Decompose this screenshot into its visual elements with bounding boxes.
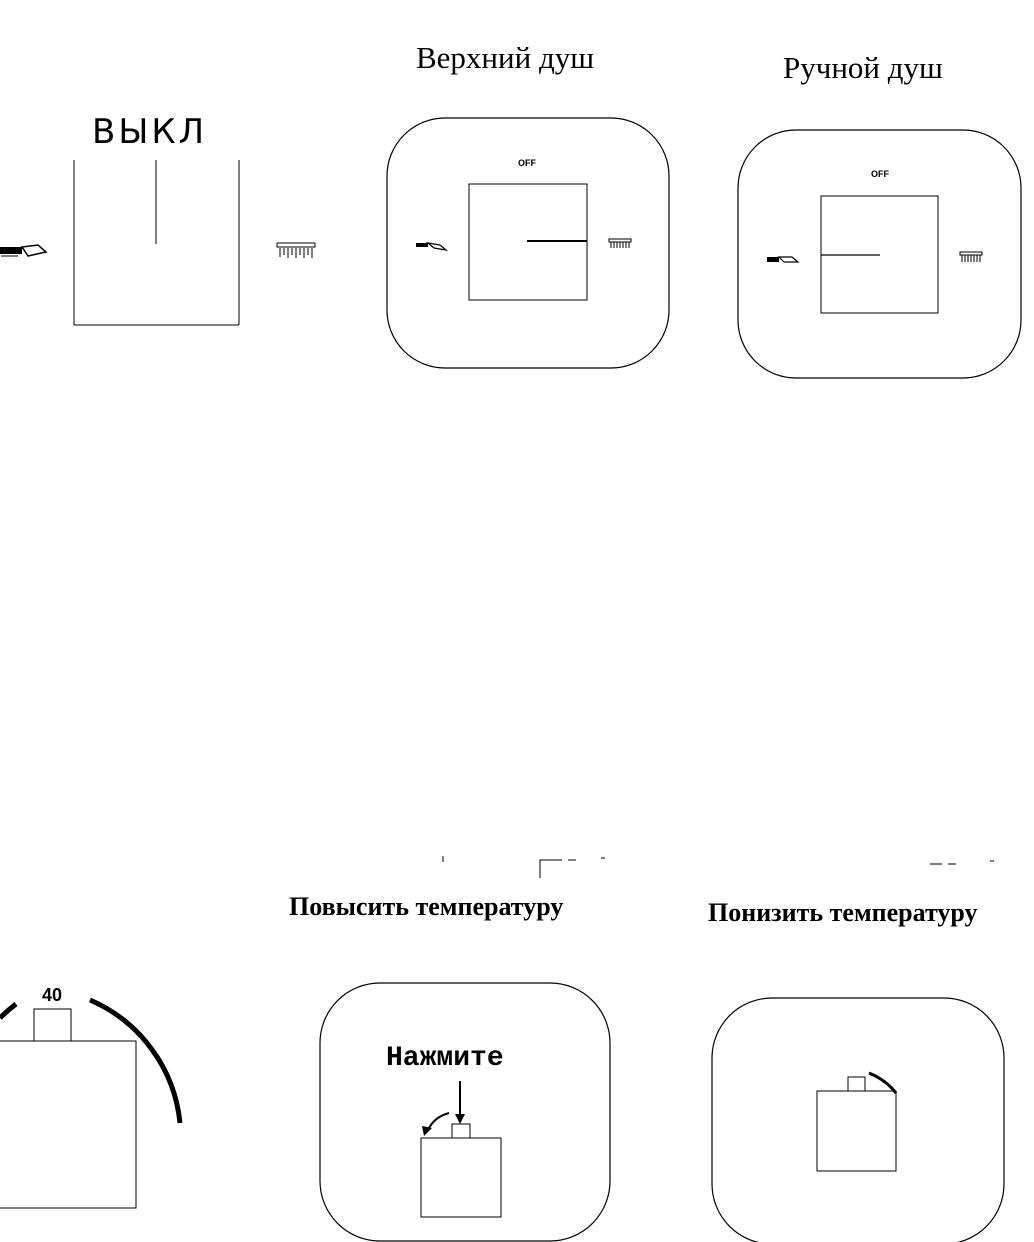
panel-raise (319, 982, 611, 1242)
panel-lower-arrow (868, 1071, 898, 1094)
overhead-shower-icon (608, 238, 632, 248)
panel-raise-knob (420, 1137, 502, 1218)
panel-overhead: OFF (386, 117, 670, 369)
panel-lower (711, 997, 1005, 1242)
panel-temperature: 40 (0, 985, 183, 1209)
panel-overhead-title: Верхний душ (416, 40, 595, 75)
panel-raise-knob-cap (451, 1123, 471, 1139)
panel-handheld-off-label: OFF (871, 169, 889, 179)
overhead-shower-icon (276, 242, 316, 258)
scan-marks (442, 856, 994, 878)
panel-handheld: OFF (737, 129, 1022, 379)
temperature-scale-arc-left (0, 1002, 18, 1020)
temperature-knob-body (0, 1040, 137, 1209)
arrow-icon (455, 1081, 465, 1124)
panel-off-title: ВЫКЛ (92, 112, 208, 152)
panel-lower-knob-cap (847, 1076, 866, 1092)
panel-handheld-frame (737, 129, 1022, 379)
panel-raise-title: Повысить температуру (289, 892, 564, 921)
panel-lower-knob (816, 1090, 897, 1172)
panel-overhead-frame (386, 117, 670, 369)
hand-shower-icon (0, 244, 48, 257)
panel-overhead-off-label: OFF (518, 158, 536, 168)
temperature-scale-arc-right (89, 997, 183, 1124)
temperature-knob-cap (33, 1008, 72, 1042)
hand-shower-icon (767, 256, 800, 263)
panel-off (0, 160, 316, 326)
panel-lower-title: Понизить температуру (708, 898, 978, 927)
arrow-icon (422, 1112, 450, 1136)
hand-shower-icon (416, 242, 449, 251)
overhead-shower-icon (959, 251, 983, 262)
press-hint: Нажмите (386, 1043, 504, 1074)
panel-handheld-title: Ручной душ (783, 50, 943, 85)
temperature-value-label: 40 (42, 985, 62, 1005)
panel-raise-frame (319, 982, 611, 1242)
panel-lower-frame (711, 997, 1005, 1242)
